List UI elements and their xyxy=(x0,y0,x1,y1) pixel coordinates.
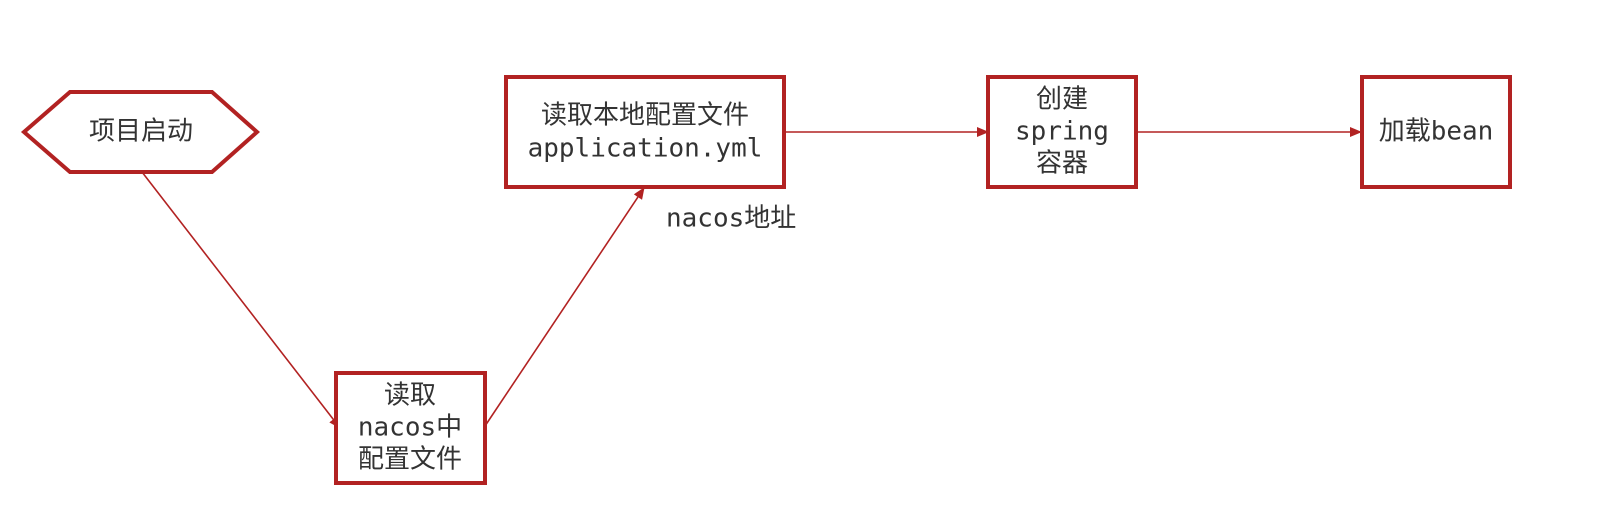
node-load-bean: 加载bean xyxy=(1360,75,1512,189)
node-create-spring: 创建 spring 容器 xyxy=(986,75,1138,189)
edge-start-to-read-nacos xyxy=(141,171,341,429)
node-start-shape xyxy=(20,90,261,174)
node-read-local-label-line-2: application.yml xyxy=(528,134,763,164)
node-read-local-shape xyxy=(504,75,786,189)
edge-read-nacos-to-read-local xyxy=(484,187,645,427)
node-create-spring-label-line-3: 容器 xyxy=(1036,149,1088,179)
node-read-nacos-label-line-3: 配置文件 xyxy=(358,445,462,475)
node-create-spring-label-line-1: 创建 xyxy=(1036,85,1088,115)
node-read-nacos-label-line-2: nacos中 xyxy=(358,413,462,443)
node-start-label-line-1: 项目启动 xyxy=(89,117,193,147)
node-start: 项目启动 xyxy=(20,90,261,174)
node-read-local: 读取本地配置文件 application.yml xyxy=(504,75,786,189)
edge-label-nacos-address: nacos地址 xyxy=(666,204,796,234)
node-read-nacos: 读取 nacos中 配置文件 xyxy=(334,371,487,485)
node-read-nacos-shape xyxy=(334,371,487,485)
node-create-spring-shape xyxy=(986,75,1138,189)
node-read-nacos-label-line-1: 读取 xyxy=(384,381,436,411)
node-load-bean-shape xyxy=(1360,75,1512,189)
node-read-local-label-line-1: 读取本地配置文件 xyxy=(541,101,749,131)
node-create-spring-label-line-2: spring xyxy=(1015,117,1109,147)
node-load-bean-label-line-1: 加载bean xyxy=(1379,117,1494,147)
